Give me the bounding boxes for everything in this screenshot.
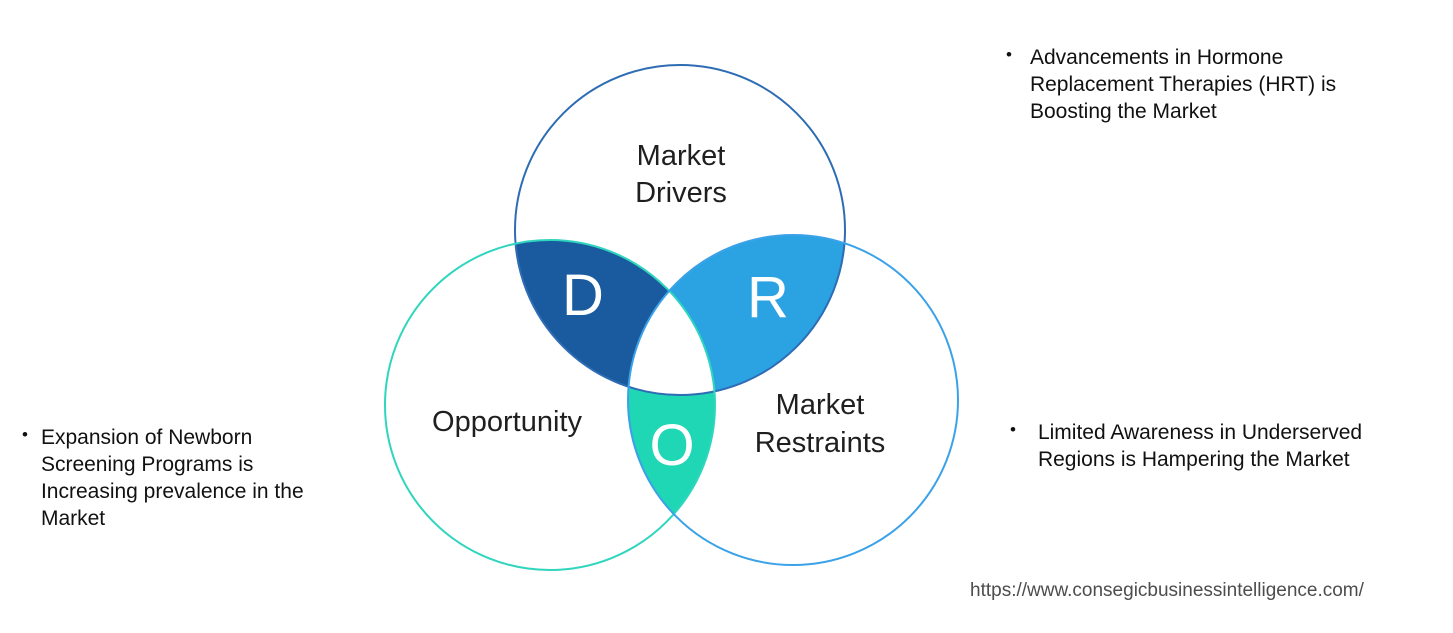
bullet-line: Screening Programs is <box>40 453 254 476</box>
bullet-opportunity-note: • Expansion of Newborn Screening Program… <box>22 424 304 532</box>
bullet-restraints-note: • Limited Awareness in Underserved Regio… <box>1010 419 1362 473</box>
bullet-line: Boosting the Market <box>1029 100 1217 123</box>
bullet-drivers-note: • Advancements in Hormone Replacement Th… <box>1006 44 1336 125</box>
drivers-opportunity-lens <box>515 240 715 395</box>
bullet-line: Limited Awareness in Underserved <box>1037 421 1363 444</box>
opportunity-circle-outline <box>384 239 716 571</box>
bullet-icon: • <box>1010 420 1016 439</box>
opportunity-label: Opportunity <box>432 406 582 438</box>
bullet-line: Expansion of Newborn <box>40 426 253 449</box>
bullet-restraints-text: Limited Awareness in Underserved Regions… <box>1038 419 1362 473</box>
bullet-opportunity-text: Expansion of Newborn Screening Programs … <box>41 424 304 532</box>
source-url: https://www.consegicbusinessintelligence… <box>970 580 1364 601</box>
market-drivers-label-line1: Market <box>637 140 726 172</box>
letter-d: D <box>562 263 604 328</box>
drivers-circle-outline <box>514 64 846 396</box>
bullet-icon: • <box>22 425 28 444</box>
market-restraints-label-line2: Restraints <box>755 427 886 459</box>
market-drivers-label-line2: Drivers <box>635 177 727 209</box>
bullet-drivers-text: Advancements in Hormone Replacement Ther… <box>1030 44 1336 125</box>
bullet-line: Increasing prevalence in the <box>40 480 304 503</box>
bullet-icon: • <box>1006 45 1012 64</box>
letter-o: O <box>649 413 694 478</box>
bullet-line: Regions is Hampering the Market <box>1037 448 1350 471</box>
bullet-line: Advancements in Hormone <box>1029 46 1284 69</box>
drivers-restraints-lens <box>628 235 845 395</box>
bullet-line: Market <box>40 507 106 530</box>
restraints-circle-outline <box>627 234 959 566</box>
market-restraints-label-line1: Market <box>776 389 865 421</box>
bullet-line: Replacement Therapies (HRT) is <box>1029 73 1337 96</box>
letter-r: R <box>747 265 789 330</box>
